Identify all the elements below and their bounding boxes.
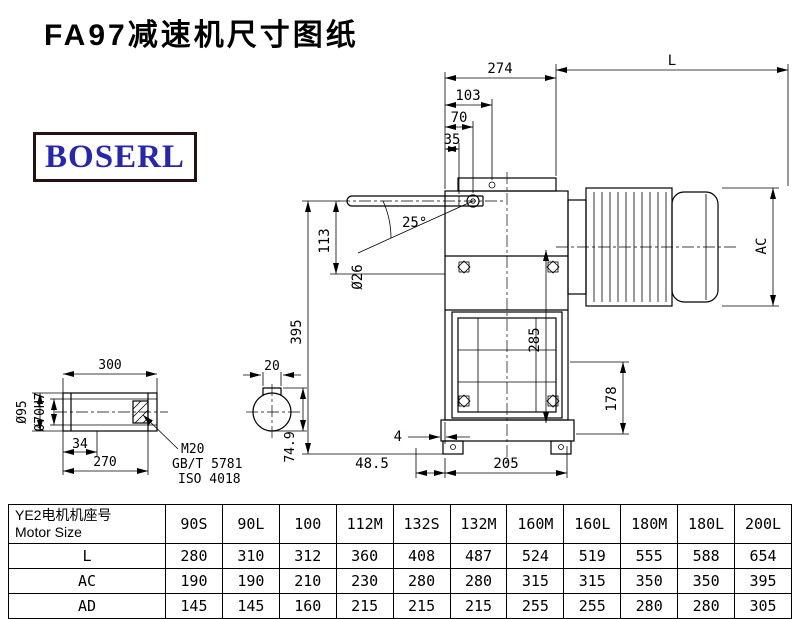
hollow-shaft-detail: [32, 371, 179, 475]
dim-AC-label: AC: [754, 238, 770, 255]
table-cell: 588: [677, 543, 736, 569]
extension-lines: [302, 64, 789, 478]
table-col-header: 180L: [677, 504, 736, 544]
torque-arm: [346, 194, 484, 254]
standard-gb-label: GB/T 5781: [172, 457, 242, 472]
table-col-header: 100: [278, 504, 337, 544]
table-header-en: Motor Size: [15, 524, 82, 540]
dimension-lines: [305, 67, 788, 476]
table-cell: 230: [335, 568, 394, 594]
dim-L-label: L: [668, 53, 676, 69]
table-cell: 305: [734, 593, 792, 619]
row-label: AC: [8, 568, 166, 594]
table-col-header: 160M: [506, 504, 565, 544]
table-cell: 350: [620, 568, 679, 594]
table-header-motor-size: YE2电机机座号 Motor Size: [8, 504, 166, 544]
table-cell: 280: [165, 543, 223, 569]
table-cell: 280: [620, 593, 679, 619]
dim-300-label: 300: [98, 358, 121, 373]
angle-label: 25°: [402, 215, 427, 231]
table-cell: 215: [449, 593, 508, 619]
table-cell: 360: [335, 543, 394, 569]
table-cell: 315: [563, 568, 622, 594]
table-cell: 280: [449, 568, 508, 594]
motor-size-table: YE2电机机座号 Motor Size 90S 90L 100 112M 132…: [8, 504, 792, 619]
table-col-header: 112M: [335, 504, 394, 544]
standard-iso-label: ISO 4018: [178, 472, 241, 487]
table-cell: 210: [278, 568, 337, 594]
dim-178-label: 178: [604, 386, 620, 411]
dim-d70h7-label: Ø70H7: [33, 392, 48, 431]
page-title: FA97减速机尺寸图纸: [44, 19, 359, 52]
dim-395-label: 395: [289, 319, 305, 344]
table-cell: 524: [506, 543, 565, 569]
table-col-header: 90S: [165, 504, 223, 544]
row-label: L: [8, 543, 166, 569]
table-cell: 280: [677, 593, 736, 619]
mount-hole: [466, 194, 480, 208]
table-cell: 280: [392, 568, 451, 594]
dim-35-label: 35: [444, 132, 461, 148]
table-cell: 160: [278, 593, 337, 619]
thread-label: M20: [181, 442, 204, 457]
dim-274-label: 274: [487, 61, 512, 77]
table-row-AC: AC 190 190 210 230 280 280 315 315 350 3…: [8, 568, 792, 594]
dim-285-label: 285: [527, 327, 543, 352]
table-cell: 190: [165, 568, 223, 594]
table-header-cn: YE2电机机座号: [15, 506, 112, 523]
table-cell: 215: [392, 593, 451, 619]
table-col-header: 90L: [221, 504, 280, 544]
dim-34-label: 34: [72, 437, 88, 452]
table-cell: 519: [563, 543, 622, 569]
table-row-AD: AD 145 145 160 215 215 215 255 255 280 2…: [8, 593, 792, 619]
table-header-row: YE2电机机座号 Motor Size 90S 90L 100 112M 132…: [8, 504, 792, 544]
table-col-header: 180M: [620, 504, 679, 544]
motor: [567, 187, 719, 307]
table-cell: 654: [734, 543, 792, 569]
dim-113-label: 113: [317, 228, 333, 253]
gearbox-housing: [440, 177, 575, 455]
dim-74-9-label: 74.9: [283, 431, 298, 462]
table-cell: 350: [677, 568, 736, 594]
dim-103-label: 103: [455, 88, 480, 104]
table-cell: 555: [620, 543, 679, 569]
dim-70-label: 70: [451, 110, 468, 126]
technical-drawing: 274 L 103 70 35 395 113 Ø26 25° 285 AC 1…: [15, 53, 789, 487]
table-cell: 145: [221, 593, 280, 619]
table-cell: 408: [392, 543, 451, 569]
dim-48-5-label: 48.5: [355, 456, 389, 472]
table-col-header: 132M: [449, 504, 508, 544]
dim-20-label: 20: [264, 359, 280, 374]
table-cell: 255: [563, 593, 622, 619]
hole-diameter-label: Ø26: [350, 264, 366, 289]
table-cell: 312: [278, 543, 337, 569]
table-col-header: 200L: [734, 504, 792, 544]
table-col-header: 160L: [563, 504, 622, 544]
table-cell: 315: [506, 568, 565, 594]
dim-4-label: 4: [394, 429, 402, 445]
table-cell: 190: [221, 568, 280, 594]
table-cell: 145: [165, 593, 223, 619]
bore-section-detail: [243, 372, 307, 432]
table-cell: 215: [335, 593, 394, 619]
dim-205-label: 205: [493, 456, 518, 472]
row-label: AD: [8, 593, 166, 619]
table-col-header: 132S: [392, 504, 451, 544]
brand-logo: BOSERL: [33, 132, 197, 182]
table-cell: 310: [221, 543, 280, 569]
dim-270-label: 270: [93, 455, 116, 470]
table-cell: 395: [734, 568, 792, 594]
table-row-L: L 280 310 312 360 408 487 524 519 555 58…: [8, 543, 792, 569]
dim-d95-label: Ø95: [15, 400, 30, 423]
table-cell: 487: [449, 543, 508, 569]
table-cell: 255: [506, 593, 565, 619]
